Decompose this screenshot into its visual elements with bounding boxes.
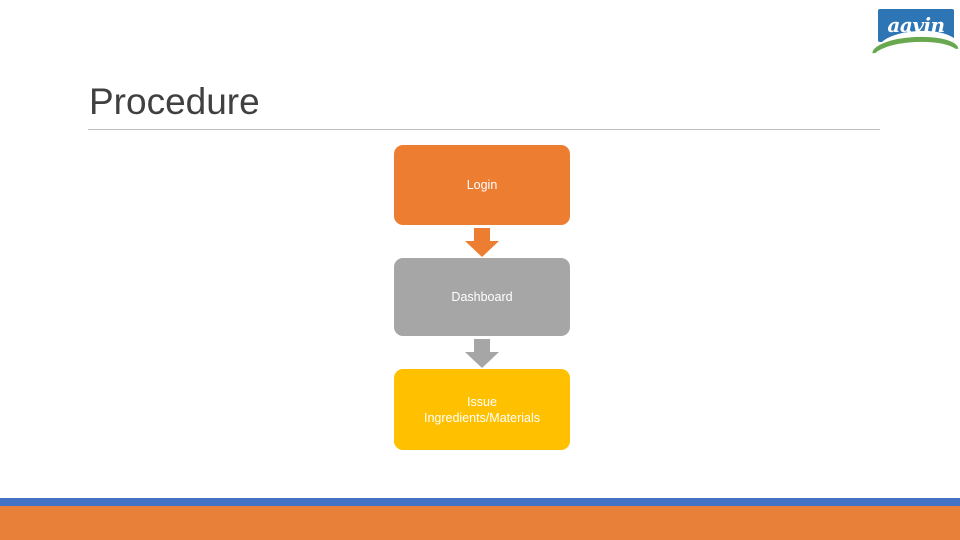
- arrow-head: [465, 352, 499, 368]
- flow-step-issue-materials[interactable]: Issue Ingredients/Materials: [394, 369, 570, 450]
- flow-connector-2: [394, 336, 570, 369]
- arrow-down-icon: [465, 228, 499, 257]
- arrow-stem: [474, 339, 490, 353]
- flow-step-login[interactable]: Login: [394, 145, 570, 225]
- aavin-logo: aavin: [871, 7, 959, 54]
- page-title: Procedure: [89, 81, 260, 122]
- title-divider: [88, 129, 880, 130]
- footer-band: [0, 506, 960, 540]
- flow-step-login-label: Login: [466, 178, 498, 192]
- footer-accent-stripe: [0, 498, 960, 506]
- arrow-head: [465, 241, 499, 257]
- logo-plate: aavin: [878, 9, 954, 42]
- flow-step-issue-materials-label: Issue Ingredients/Materials: [423, 394, 541, 425]
- arrow-down-icon: [465, 339, 499, 368]
- arrow-stem: [474, 228, 490, 242]
- flow-step-dashboard[interactable]: Dashboard: [394, 258, 570, 336]
- flow-connector-1: [394, 225, 570, 258]
- flow-step-dashboard-label: Dashboard: [451, 290, 513, 304]
- procedure-flowchart: Login Dashboard Issue Ingredients/Materi…: [394, 145, 570, 450]
